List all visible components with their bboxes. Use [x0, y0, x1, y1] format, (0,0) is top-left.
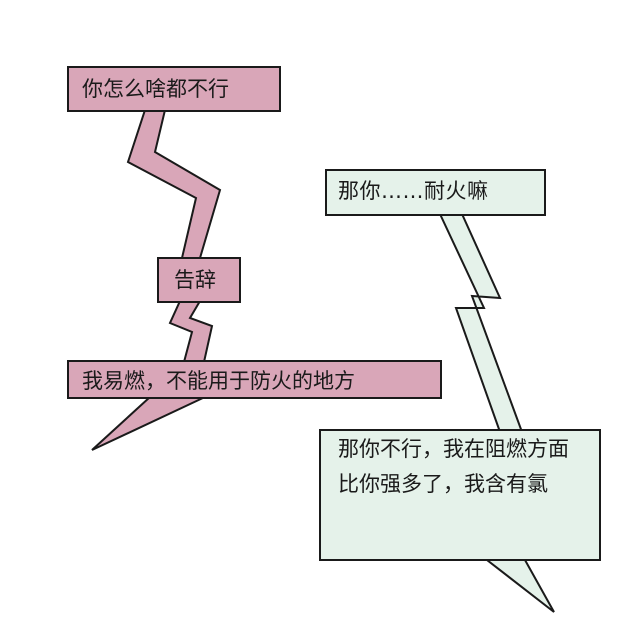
left-tail-top — [126, 109, 222, 259]
right-bubble-2 — [319, 429, 601, 561]
right-tail-top — [438, 213, 524, 433]
left-bubble-2 — [157, 257, 241, 303]
left-bubble-1-text: 你怎么啥都不行 — [82, 77, 229, 101]
left-bubble-1 — [67, 66, 281, 112]
right-bubble-1 — [325, 169, 546, 216]
left-tail-bottom — [91, 396, 206, 451]
right-bubble-2-text: 那你不行，我在阻燃方面比你强多了，我含有氯 — [338, 437, 569, 496]
left-bubble-2-text: 告辞 — [174, 268, 216, 292]
left-bubble-3 — [67, 360, 442, 399]
right-bubble-1-text: 那你……耐火嘛 — [338, 179, 489, 203]
left-tail-mid — [168, 300, 214, 363]
right-tail-bottom — [484, 559, 555, 613]
left-bubble-3-text: 我易燃，不能用于防火的地方 — [82, 369, 355, 393]
